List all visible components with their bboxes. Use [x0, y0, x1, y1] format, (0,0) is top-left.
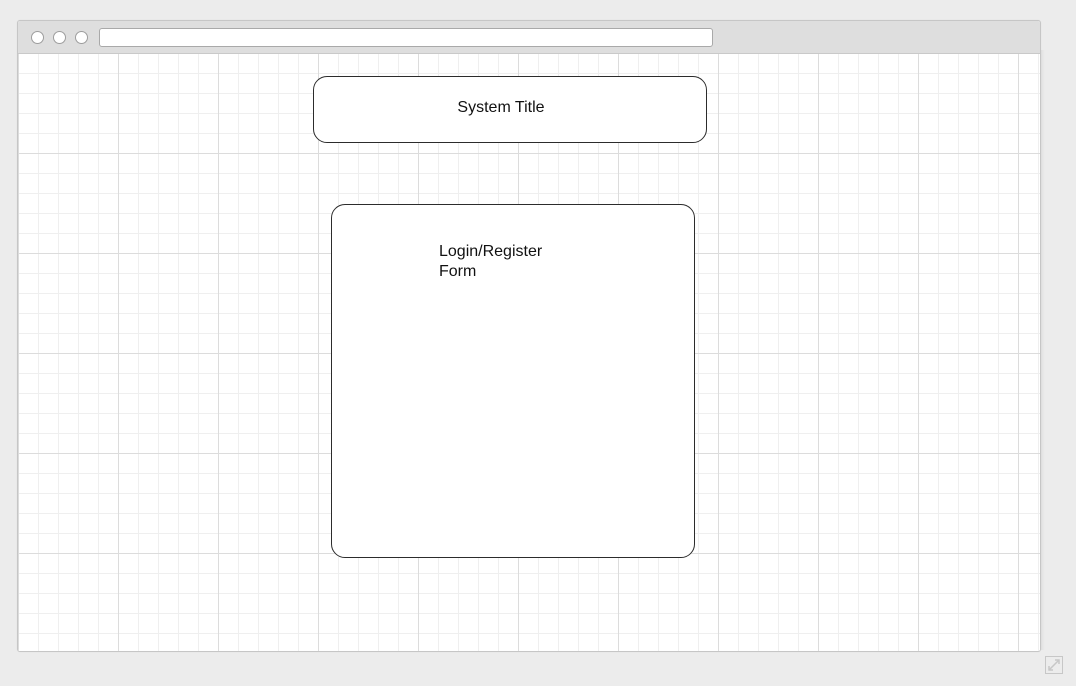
window-shadow: [1041, 50, 1045, 650]
browser-titlebar: [18, 21, 1040, 54]
address-bar[interactable]: [99, 28, 713, 47]
system-title-label: System Title: [457, 99, 545, 116]
wireframe-canvas: System Title Login/Register Form: [18, 54, 1040, 651]
maximize-window-button[interactable]: [75, 31, 88, 44]
login-register-form-box[interactable]: Login/Register Form: [331, 204, 695, 558]
expand-arrows-icon[interactable]: [1045, 656, 1063, 674]
close-window-button[interactable]: [31, 31, 44, 44]
minimize-window-button[interactable]: [53, 31, 66, 44]
system-title-box[interactable]: System Title: [313, 76, 707, 143]
browser-window: System Title Login/Register Form: [17, 20, 1041, 652]
login-register-form-label: Login/Register Form: [439, 243, 543, 280]
